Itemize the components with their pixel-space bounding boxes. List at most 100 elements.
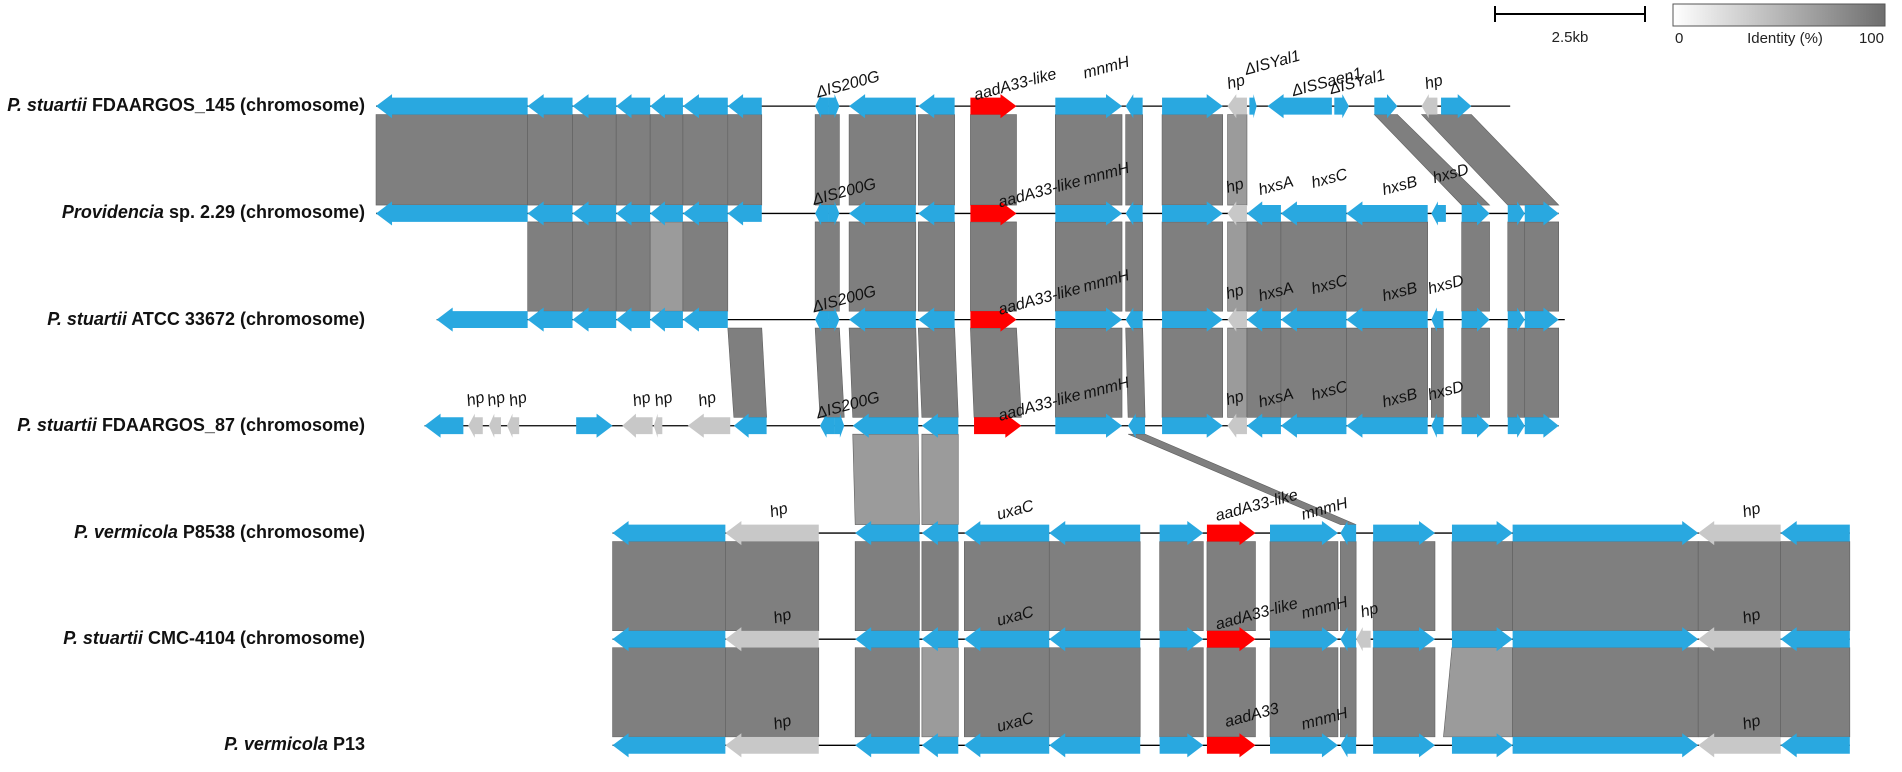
hypothetical-gene-arrow [488, 413, 501, 438]
gene-arrow [1507, 201, 1525, 226]
gene-arrow [828, 307, 840, 332]
track-strain: ATCC 33672 (chromosome) [131, 308, 365, 329]
gene-arrow [921, 413, 959, 438]
gene-arrow [964, 733, 1050, 758]
gene-label: hp [1741, 500, 1763, 521]
hypothetical-gene-arrow [1227, 413, 1247, 438]
gene-arrow [527, 94, 573, 119]
gene-arrow [1507, 307, 1525, 332]
track-strain: FDAARGOS_87 (chromosome) [101, 414, 365, 435]
gene-arrow [1512, 520, 1699, 546]
hypothetical-gene-arrow [468, 413, 483, 438]
homology-block [1340, 647, 1357, 738]
homology-block [727, 114, 763, 206]
homology-block [527, 114, 573, 206]
gene-arrow [1451, 733, 1513, 758]
resistance-gene-arrow [970, 94, 1017, 119]
gene-arrow [1159, 520, 1204, 546]
gene-label: aadA33-like [972, 66, 1058, 104]
homology-block [1161, 114, 1224, 206]
gene-label: hp [1741, 606, 1763, 627]
gene-arrow [1507, 413, 1525, 438]
gene-arrow [964, 627, 1050, 652]
homology-block [1125, 221, 1143, 312]
gene-arrow [1162, 413, 1223, 438]
track-species: P. stuartii [7, 95, 87, 116]
gene-arrow [921, 733, 959, 758]
homology-block [1461, 327, 1490, 418]
gene-arrow [849, 201, 916, 226]
track-species: Providencia [61, 202, 164, 223]
track-label: P. stuartii FDAARGOS_87 (chromosome) [0, 415, 365, 436]
gene-arrow [1373, 627, 1435, 652]
gene-label: hp [1224, 176, 1246, 197]
track-label: P. stuartii FDAARGOS_145 (chromosome) [0, 95, 365, 116]
hypothetical-gene-arrow [1698, 627, 1781, 652]
gene-arrow [527, 201, 573, 226]
homology-block [1372, 541, 1436, 632]
gene-arrow [572, 201, 617, 226]
homology-block [682, 221, 729, 312]
homology-block [917, 327, 959, 418]
gene-arrow [1049, 520, 1141, 546]
gene-label: ΔISYal1 [1242, 48, 1302, 79]
homology-block [615, 114, 651, 206]
gene-arrow [1780, 733, 1850, 758]
homology-block [970, 221, 1017, 312]
homology-block [1512, 647, 1699, 738]
hypothetical-gene-arrow [1698, 733, 1781, 758]
gene-arrow [918, 201, 955, 226]
gene-arrow [612, 627, 726, 652]
identity-legend: 0 Identity (%) 100 [1672, 3, 1886, 47]
gene-arrow [1128, 413, 1146, 438]
gene-arrow [616, 201, 651, 226]
homology-block [1048, 647, 1141, 738]
gene-arrow [376, 94, 528, 119]
hypothetical-gene-arrow [725, 520, 819, 546]
resistance-gene-arrow [974, 413, 1022, 438]
gene-label: hp [768, 500, 790, 521]
homology-block [612, 647, 726, 738]
homology-block [649, 221, 684, 312]
gene-arrow [1055, 307, 1123, 332]
gene-arrow [1524, 201, 1559, 226]
gene-arrow [424, 413, 464, 438]
identity-min: 0 [1675, 30, 1683, 47]
hypothetical-gene-arrow [653, 413, 663, 438]
homology-block [1780, 541, 1851, 632]
gene-arrow [1125, 94, 1143, 119]
gene-arrow [852, 413, 919, 438]
gene-arrow [1055, 94, 1123, 119]
gene-arrow [1162, 201, 1223, 226]
gene-arrow [1055, 413, 1123, 438]
homology-block [725, 541, 820, 632]
gene-arrow [1280, 307, 1347, 332]
gene-label: hp [631, 389, 653, 410]
gene-arrow [1431, 307, 1444, 332]
gene-arrow [436, 307, 528, 332]
gene-arrow [1340, 520, 1357, 546]
identity-gradient [1672, 3, 1886, 27]
track-label: Providencia sp. 2.29 (chromosome) [0, 202, 365, 223]
gene-arrow [1270, 520, 1338, 546]
track-strain: P8538 (chromosome) [182, 522, 365, 543]
identity-title: Identity (%) [1747, 30, 1823, 47]
gene-arrow [921, 627, 959, 652]
gene-arrow [682, 94, 728, 119]
homology-block [612, 541, 726, 632]
gene-arrow [1270, 627, 1338, 652]
homology-block [1461, 221, 1490, 312]
gene-arrow [1246, 201, 1281, 226]
gene-arrow [1055, 201, 1123, 226]
track-strain: FDAARGOS_145 (chromosome) [91, 95, 365, 116]
gene-label: hxsD [1426, 272, 1466, 298]
gene-arrow [1441, 94, 1472, 119]
homology-block [527, 221, 573, 312]
hypothetical-gene-arrow [1227, 307, 1247, 332]
gene-arrow [1451, 520, 1513, 546]
gene-label: hp [653, 389, 675, 410]
gene-arrow [1512, 627, 1699, 652]
gene-arrow [1162, 94, 1223, 119]
homology-block [615, 221, 651, 312]
gene-arrow [1373, 520, 1435, 546]
